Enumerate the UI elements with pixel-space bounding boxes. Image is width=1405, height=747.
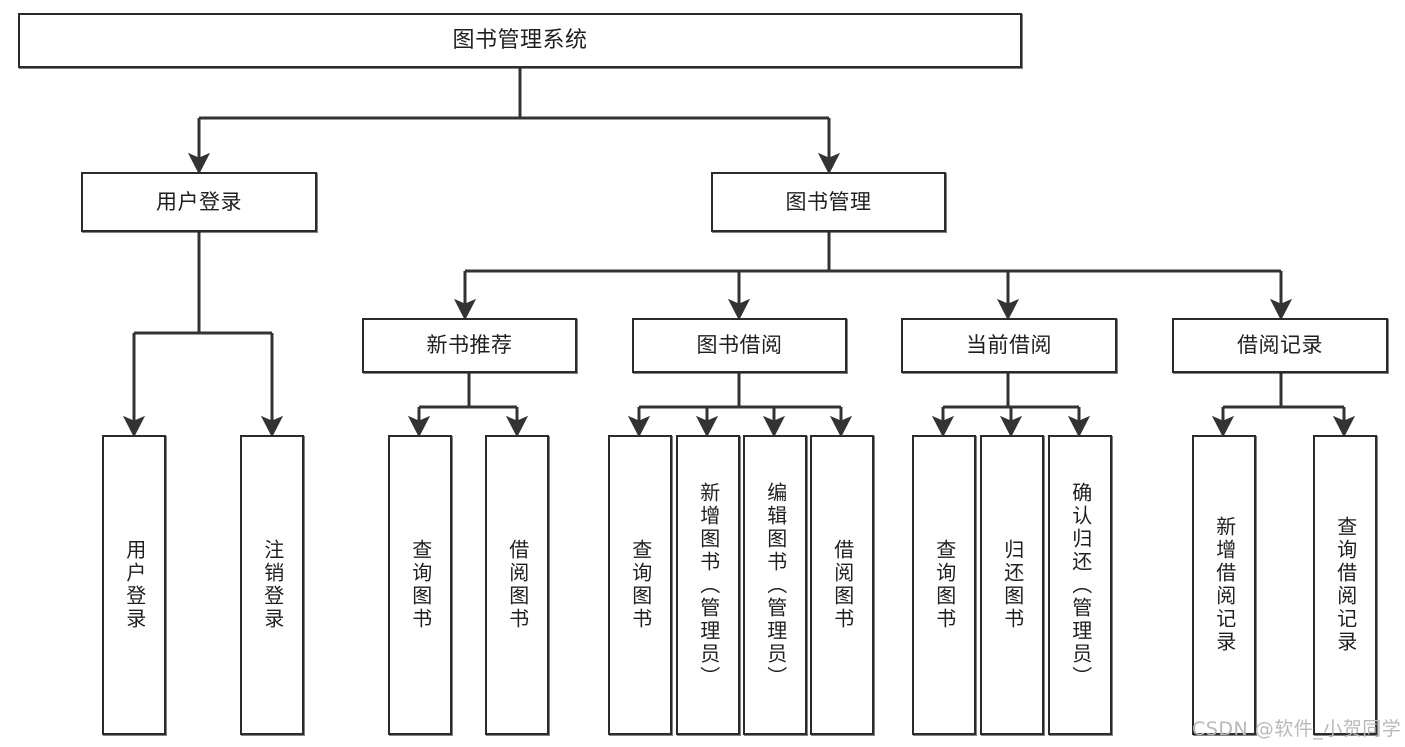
node-label: 确认归还（管理员） (1068, 481, 1093, 689)
node-leaf-add-borrow-record[interactable]: 新增借阅记录 (1192, 435, 1256, 735)
node-label: 用户登录 (156, 189, 242, 214)
node-label: 编辑图书（管理员） (763, 481, 788, 689)
node-leaf-return-book[interactable]: 归还图书 (980, 435, 1044, 735)
node-leaf-borrow-book[interactable]: 借阅图书 (810, 435, 874, 735)
node-label: 借阅图书 (505, 539, 530, 631)
connector-root-to-level1 (187, 68, 841, 175)
node-label: 借阅记录 (1237, 333, 1323, 358)
node-borrow-record[interactable]: 借阅记录 (1172, 318, 1388, 373)
connector-book-mgmt-to-level2 (453, 232, 1293, 321)
node-label: 新增借阅记录 (1212, 516, 1237, 654)
node-label: 图书管理系统 (452, 27, 588, 53)
node-book-borrow[interactable]: 图书借阅 (632, 318, 847, 373)
node-leaf-edit-book-admin[interactable]: 编辑图书（管理员） (743, 435, 807, 735)
node-new-book-recommend[interactable]: 新书推荐 (362, 318, 577, 373)
node-label: 借阅图书 (830, 539, 855, 631)
node-label: 查询图书 (408, 539, 433, 631)
node-leaf-confirm-return-admin[interactable]: 确认归还（管理员） (1048, 435, 1112, 735)
node-label: 新书推荐 (426, 333, 513, 358)
node-leaf-query-book-rec[interactable]: 查询图书 (388, 435, 452, 735)
connector-current-borrow-to-leaves (931, 373, 1091, 438)
node-label: 查询借阅记录 (1333, 516, 1358, 654)
node-book-management[interactable]: 图书管理 (711, 172, 946, 232)
node-label: 用户登录 (122, 539, 147, 631)
node-current-borrow[interactable]: 当前借阅 (901, 318, 1117, 373)
node-label: 查询图书 (932, 539, 957, 631)
node-root-system[interactable]: 图书管理系统 (18, 13, 1022, 68)
connector-user-login-to-leaves (122, 232, 284, 438)
node-label: 图书管理 (785, 189, 872, 214)
connector-borrow-record-to-leaves (1211, 373, 1356, 438)
node-label: 注销登录 (260, 539, 285, 631)
node-label: 查询图书 (628, 539, 653, 631)
node-label: 归还图书 (1000, 539, 1025, 631)
node-leaf-query-borrow-record[interactable]: 查询借阅记录 (1313, 435, 1377, 735)
connector-new-book-rec-to-leaves (407, 373, 529, 438)
connector-book-borrow-to-leaves (627, 373, 853, 438)
node-leaf-add-book-admin[interactable]: 新增图书（管理员） (676, 435, 740, 735)
node-leaf-logout[interactable]: 注销登录 (240, 435, 304, 735)
node-label: 当前借阅 (966, 333, 1052, 358)
node-label: 图书借阅 (696, 333, 783, 358)
node-leaf-query-book-current[interactable]: 查询图书 (912, 435, 976, 735)
node-leaf-borrow-book-rec[interactable]: 借阅图书 (485, 435, 549, 735)
node-leaf-query-book-borrow[interactable]: 查询图书 (608, 435, 672, 735)
node-label: 新增图书（管理员） (696, 481, 721, 689)
node-leaf-user-login[interactable]: 用户登录 (102, 435, 166, 735)
node-user-login[interactable]: 用户登录 (81, 172, 317, 232)
